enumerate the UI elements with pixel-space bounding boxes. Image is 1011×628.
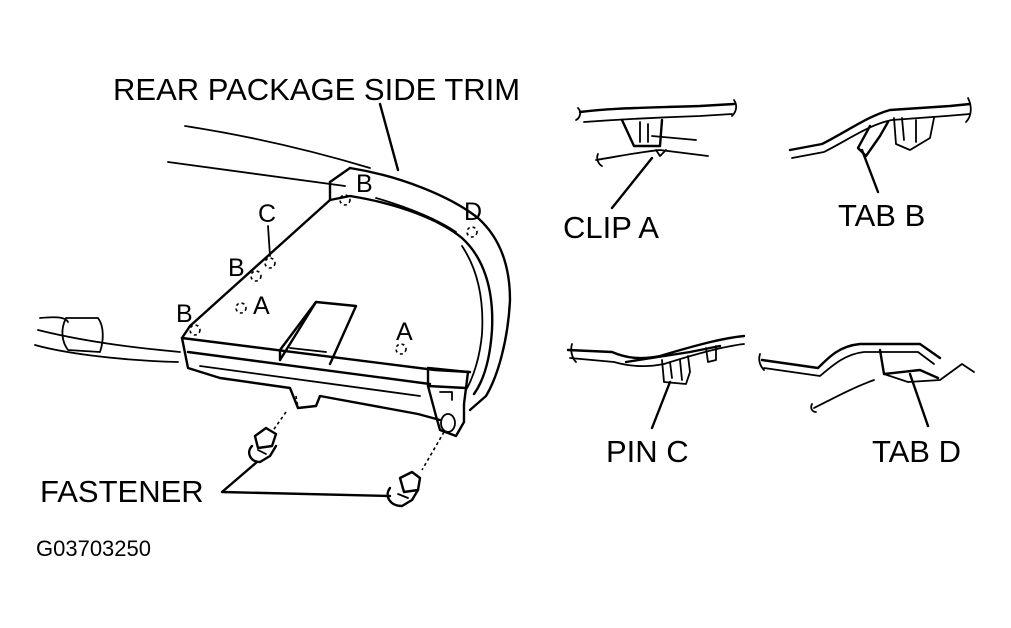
fastener-leader <box>220 460 392 498</box>
fastener-icon <box>386 470 422 508</box>
tab-b-leader <box>860 148 880 194</box>
marker-b-upper: B <box>356 170 373 198</box>
fastener-label: FASTENER <box>40 474 204 509</box>
rear-package-side-trim-drawing <box>34 125 512 471</box>
marker-b-lower: B <box>176 300 193 328</box>
tab-b-detail <box>788 97 972 159</box>
fastener-icon <box>248 426 278 464</box>
clip-a-label: CLIP A <box>563 210 659 245</box>
tab-d-label: TAB D <box>872 434 961 469</box>
tab-d-leader <box>908 372 930 428</box>
rear-package-side-trim-label: REAR PACKAGE SIDE TRIM <box>113 72 520 107</box>
tab-b-label: TAB B <box>838 198 925 233</box>
pin-c-leader <box>650 380 672 430</box>
clip-a-detail <box>575 99 738 167</box>
marker-b-middle: B <box>228 254 245 282</box>
marker-a-left: A <box>253 292 270 320</box>
marker-a-right: A <box>396 318 413 346</box>
figure-code: G03703250 <box>36 536 151 561</box>
trim-label-leader <box>378 102 400 172</box>
pin-c-detail <box>566 334 746 385</box>
tab-d-detail <box>758 342 975 413</box>
pin-c-label: PIN C <box>606 434 689 469</box>
marker-c-leader <box>267 225 271 257</box>
clip-a-leader <box>610 156 654 210</box>
marker-d: D <box>464 198 482 226</box>
marker-c: C <box>258 200 276 228</box>
